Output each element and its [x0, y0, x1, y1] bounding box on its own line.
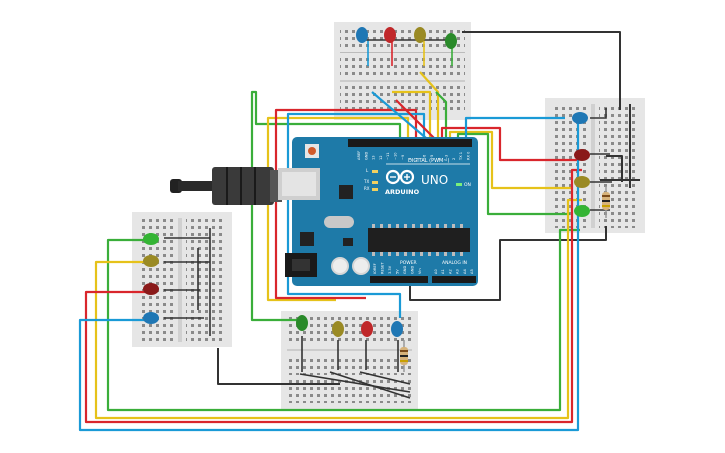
led-red: [574, 149, 590, 161]
led-olive: [574, 176, 590, 188]
resistor-right: [602, 186, 610, 218]
on-label: ON: [464, 182, 471, 188]
pin-label: RX 0: [467, 151, 471, 160]
arduino-uno-board: ARDUINO UNO DIGITAL (PWM~) ON TX RX L PO…: [278, 137, 478, 286]
pin-label: AREF: [357, 151, 361, 160]
l-label: L: [366, 168, 369, 173]
pin-label: GND: [411, 266, 415, 274]
led-olive: [332, 321, 344, 337]
led-red: [143, 283, 159, 295]
pin-label: GND: [364, 152, 368, 160]
pin-label: ~10: [394, 152, 398, 160]
model-label: UNO: [421, 173, 448, 187]
pin-label: Vin: [418, 268, 422, 274]
led-olive: [143, 255, 159, 267]
pin-label: A0: [434, 269, 438, 274]
pin-label: ~3: [445, 155, 449, 160]
wire-yellow-top: [266, 116, 410, 302]
atmega-chip: [368, 228, 470, 252]
pin-label: 4: [437, 157, 441, 160]
wire-green-right: [456, 132, 570, 216]
led-blue: [143, 312, 159, 324]
led-blue: [391, 321, 403, 337]
power-label: POWER: [400, 260, 417, 266]
leds-top: [356, 27, 457, 49]
led-green: [143, 233, 159, 245]
breadboard-right: [545, 98, 645, 233]
resistor-bottom: [400, 340, 408, 372]
pin-label: 13: [372, 155, 376, 160]
wire-green-loop: [106, 228, 580, 412]
brand-label: ARDUINO: [385, 188, 420, 196]
digital-header: [348, 139, 472, 147]
analog-header: [432, 276, 476, 283]
pin-label: A2: [448, 269, 452, 274]
leds-right: [572, 112, 590, 217]
wires: [78, 31, 640, 432]
pin-label: 5V: [396, 269, 400, 274]
pin-label: ~5: [430, 155, 434, 160]
led-green: [574, 205, 590, 217]
pin-label: 12: [379, 155, 383, 160]
led-red: [361, 321, 373, 337]
pin-label: RESET: [381, 262, 385, 274]
led-green: [445, 33, 457, 49]
pin-label: 8: [408, 157, 412, 160]
pin-label: ~11: [386, 152, 390, 160]
led-olive: [414, 27, 426, 43]
analog-label: ANALOG IN: [442, 260, 467, 266]
pin-label: 3.3V: [388, 265, 392, 274]
led-green: [296, 315, 308, 331]
leds-bottom: [296, 315, 403, 337]
usb-cable-icon: [170, 167, 282, 205]
tx-label: TX: [363, 179, 369, 184]
wire-blue-right: [464, 116, 565, 138]
led-blue: [356, 27, 368, 43]
pin-label: TX 1: [459, 152, 463, 161]
pin-label: 2: [452, 158, 456, 160]
rx-label: RX: [364, 186, 370, 191]
wire-yellow-right: [448, 130, 572, 190]
pin-label: ~9: [401, 154, 405, 160]
digital-label: DIGITAL (PWM~): [408, 158, 450, 164]
pin-label: A1: [441, 269, 445, 274]
leds-left: [143, 233, 159, 324]
pin-label: GND: [403, 266, 407, 274]
wire-red-right: [440, 126, 578, 162]
arduino-infinity-icon: [385, 169, 415, 185]
wire-red-loop: [84, 168, 582, 424]
pin-label: A5: [470, 269, 474, 274]
wire-blue-top: [286, 112, 426, 318]
power-header: [370, 276, 428, 283]
pin-label: 7: [415, 158, 419, 160]
breadboard-left: [132, 212, 232, 347]
wire-green-top: [250, 90, 402, 322]
led-blue: [572, 112, 588, 124]
pin-label: A4: [463, 269, 467, 274]
pin-label: ~6: [423, 154, 427, 160]
pin-label: A3: [456, 269, 460, 274]
pin-label: IOREF: [373, 263, 377, 274]
led-red: [384, 27, 396, 43]
short-jumpers: [164, 39, 612, 399]
wire-yellow-loop: [94, 198, 582, 420]
